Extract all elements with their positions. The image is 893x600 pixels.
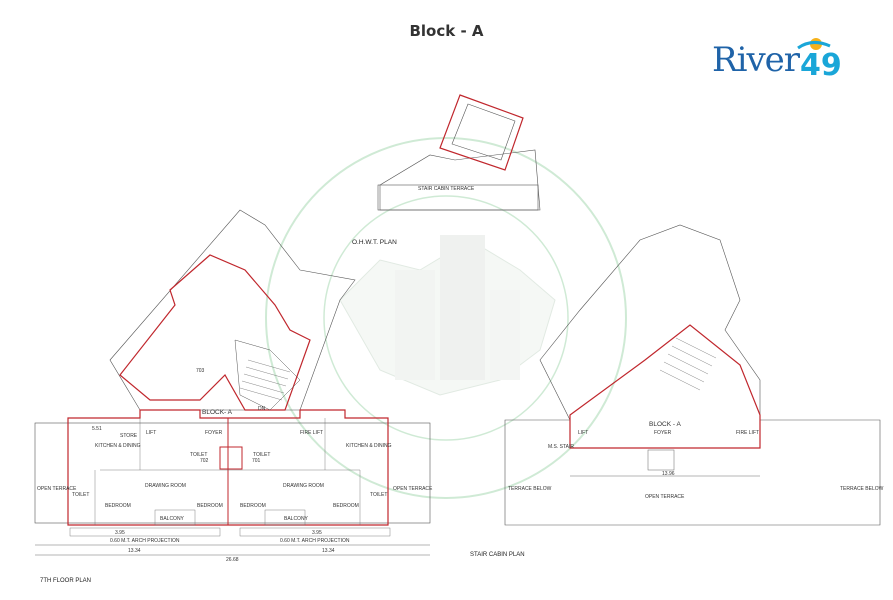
front-dim-right: 3.95 xyxy=(312,530,322,536)
dn-label: DN xyxy=(258,406,266,412)
stair-cabin-plan xyxy=(504,224,881,526)
drawing-room-right-label: DRAWING ROOM xyxy=(283,483,324,489)
fire-lift-label: FIRE LIFT xyxy=(300,430,324,436)
bedroom-label-2: BEDROOM xyxy=(197,503,223,509)
stair-fire-lift-label: FIRE LIFT xyxy=(736,430,760,436)
seventh-floor-main xyxy=(34,409,431,556)
front-dim-left: 3.95 xyxy=(115,530,125,536)
kitchen-right-label: KITCHEN & DINING xyxy=(346,443,392,449)
toilet-label-1: TOILET xyxy=(72,492,90,498)
arch-left-label: 0.60 M.T. ARCH PROJECTION xyxy=(110,538,180,544)
stair-open-terrace-label: OPEN TERRACE xyxy=(645,494,685,500)
toilet-label-2: TOILET xyxy=(190,452,208,458)
stair-cabin-caption: STAIR CABIN PLAN xyxy=(470,552,525,558)
arch-right-label: 0.60 M.T. ARCH PROJECTION xyxy=(280,538,350,544)
ohwt-plan xyxy=(377,94,541,211)
stair-lift-label: LIFT xyxy=(578,430,589,436)
top-dim-label: 5.51 xyxy=(92,426,102,432)
stair-block-a-label: BLOCK - A xyxy=(649,421,681,428)
open-terrace-left-label: OPEN TERRACE xyxy=(37,486,77,492)
balcony-left-label: BALCONY xyxy=(160,516,184,522)
bedroom-label-1: BEDROOM xyxy=(105,503,131,509)
seventh-floor-upper-wing xyxy=(109,209,356,411)
foyer-label: FOYER xyxy=(205,430,223,436)
logo-number-text: 49 xyxy=(800,48,842,83)
stair-dim-label: 13.96 xyxy=(662,471,675,477)
bedroom-label-3: BEDROOM xyxy=(240,503,266,509)
overall-dim: 26.68 xyxy=(226,557,239,563)
seventh-floor-caption: 7TH FLOOR PLAN xyxy=(40,578,92,584)
store-label: STORE xyxy=(120,433,138,439)
stair-foyer-label: FOYER xyxy=(654,430,672,436)
toilet-label-4: TOILET xyxy=(370,492,388,498)
ohwt-plan-caption: O.H.W.T. PLAN xyxy=(352,239,397,246)
balcony-right-label: BALCONY xyxy=(284,516,308,522)
bedroom-label-4: BEDROOM xyxy=(333,503,359,509)
rera-watermark xyxy=(265,137,627,499)
block-a-label: BLOCK- A xyxy=(202,409,232,416)
left-half-dim: 13.34 xyxy=(128,548,141,554)
open-terrace-right-label: OPEN TERRACE xyxy=(393,486,433,492)
kitchen-left-label: KITCHEN & DINING xyxy=(95,443,141,449)
sun-wave-icon xyxy=(797,38,831,50)
lift-label: LIFT xyxy=(146,430,157,436)
drawing-room-left-label: DRAWING ROOM xyxy=(145,483,186,489)
page-title: Block - A xyxy=(409,22,484,40)
terrace-below-left-label: TERRACE BELOW xyxy=(508,486,552,492)
terrace-below-right-label: TERRACE BELOW xyxy=(840,486,884,492)
river49-logo: River 49 xyxy=(712,34,842,83)
unit-703-label: 703 xyxy=(196,368,205,374)
toilet-label-3: TOILET xyxy=(253,452,271,458)
logo-brand-text: River xyxy=(712,40,800,80)
unit-701-label: 701 xyxy=(252,458,261,464)
right-half-dim: 13.34 xyxy=(322,548,335,554)
ms-stair-label: M.S. STAIR xyxy=(548,444,575,450)
unit-702-label: 702 xyxy=(200,458,209,464)
stair-cabin-terrace-label: STAIR CABIN TERRACE xyxy=(418,186,475,192)
